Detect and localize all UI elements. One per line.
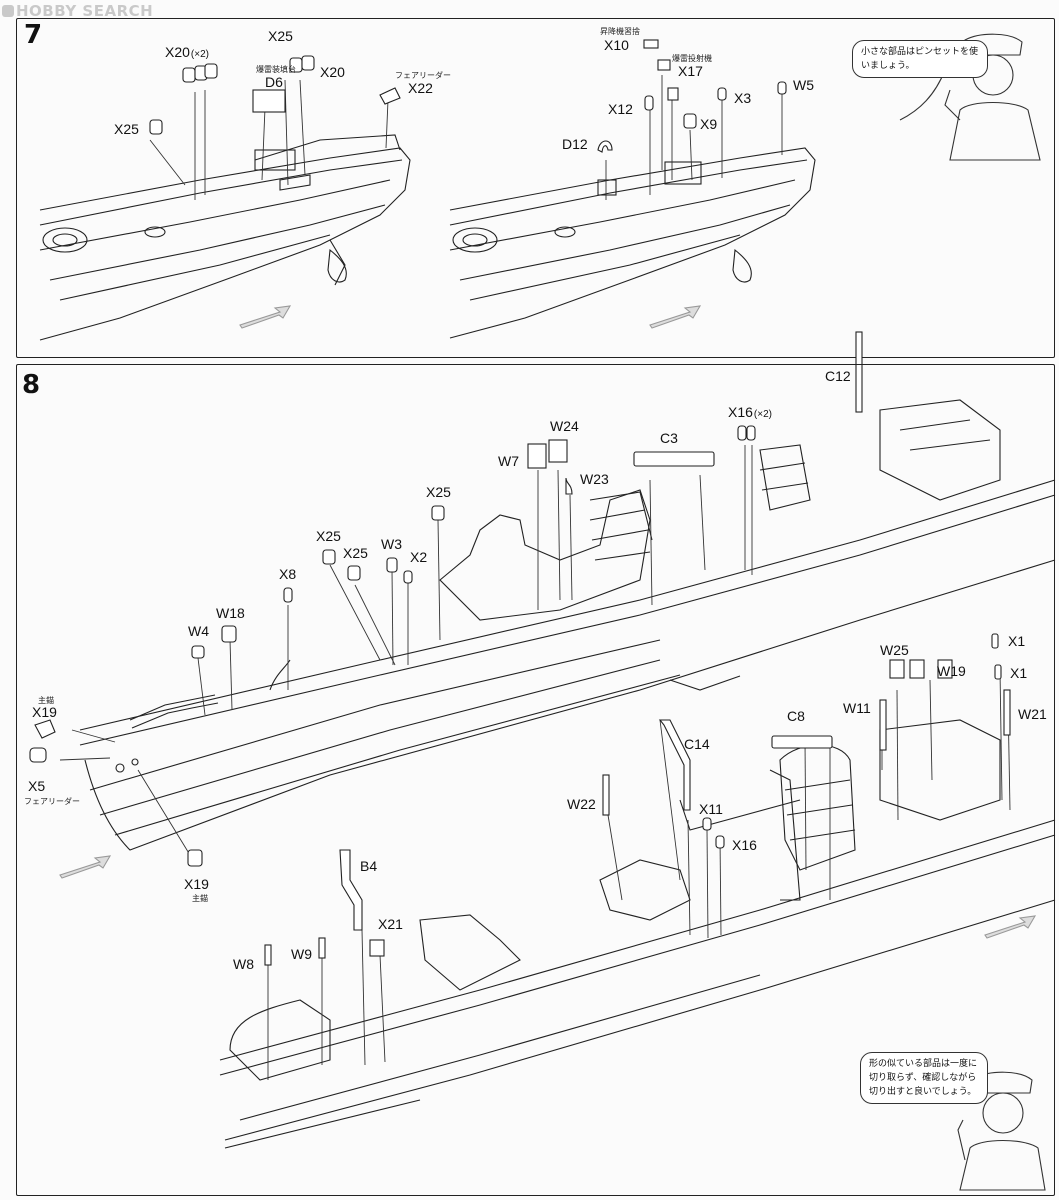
part-label-x25a: X25	[426, 484, 451, 500]
part-label-d6: D6	[265, 74, 283, 90]
step8-bottom-leaders	[267, 669, 1011, 1080]
part-label-c14: C14	[684, 736, 710, 752]
part-label-w7: W7	[498, 453, 519, 469]
part-label-x16a: X16(×2)	[728, 404, 772, 420]
step7-right-bow-arrow	[649, 305, 702, 329]
part-code: X20	[165, 44, 190, 60]
jp-label-x22: フェアリーダー	[395, 71, 451, 80]
part-label-x10: X10	[604, 37, 629, 53]
jp-label-x19a: 主錨	[38, 696, 54, 705]
part-label-w3: W3	[381, 536, 402, 552]
step8-bottom-bow-arrow	[984, 915, 1037, 939]
part-label-w5: W5	[793, 77, 814, 93]
part-label-x3: X3	[734, 90, 752, 106]
step8-tip-bubble: 形の似ている部品は一度に切り取らず、確認しながら切り出すと良いでしょう。	[860, 1052, 988, 1104]
part-label-x19a: X19	[32, 704, 57, 720]
part-label-x25b: X25	[316, 528, 341, 544]
step7-left-bow-arrow	[239, 305, 292, 329]
step8-top-hull	[79, 399, 1056, 851]
part-label-x2: X2	[410, 549, 428, 565]
part-label-x1a: X1	[1008, 633, 1026, 649]
step-8-number: 8	[22, 370, 41, 400]
part-label-x25b: X25	[268, 28, 293, 44]
part-label-w23: W23	[580, 471, 609, 487]
step7-right-hull	[449, 147, 816, 339]
part-label-x22: X22	[408, 80, 433, 96]
step-8-panel	[16, 364, 1055, 1196]
part-label-w24: W24	[550, 418, 579, 434]
part-label-x17: X17	[678, 63, 703, 79]
part-label-x16b: X16	[732, 837, 757, 853]
step8-bottom-hull	[219, 719, 1056, 1149]
part-label-c12: C12	[825, 368, 851, 384]
part-label-x25c: X25	[343, 545, 368, 561]
jp-label-x10: 昇降機習捨	[600, 27, 640, 36]
jp-label-d6: 爆雷装填台	[256, 65, 296, 74]
part-label-c8: C8	[787, 708, 805, 724]
step7-left-hull	[39, 134, 411, 341]
part-label-w19: W19	[937, 663, 966, 679]
part-label-x19b: X19	[184, 876, 209, 892]
part-label-w21: W21	[1018, 706, 1047, 722]
part-label-w11: W11	[843, 700, 871, 716]
watermark: HOBBY SEARCH	[2, 2, 153, 20]
part-label-x8: X8	[279, 566, 297, 582]
part-label-x20a: X20(×2)	[165, 44, 209, 60]
watermark-text: HOBBY SEARCH	[16, 2, 154, 20]
part-label-d12: D12	[562, 136, 588, 152]
quantity: (×2)	[190, 49, 209, 60]
part-label-c3: C3	[660, 430, 678, 446]
part-label-w9: W9	[291, 946, 312, 962]
part-label-x21: X21	[378, 916, 403, 932]
watermark-logo-icon	[2, 5, 14, 17]
jp-label-x5: フェアリーダー	[24, 797, 80, 806]
jp-label-x17: 爆雷投射機	[672, 54, 712, 63]
step-7-number: 7	[24, 20, 43, 50]
part-label-x25: X25	[114, 121, 139, 137]
step7-tip-bubble: 小さな部品はピンセットを使いましょう。	[852, 40, 988, 78]
step7-right-leaders	[605, 75, 783, 200]
part-code: X16	[728, 404, 753, 420]
part-label-x1b: X1	[1010, 665, 1028, 681]
step8-top-leaders	[59, 340, 861, 856]
part-label-x20b: X20	[320, 64, 345, 80]
part-label-w25: W25	[880, 642, 909, 658]
part-label-w18: W18	[216, 605, 245, 621]
part-label-x9: X9	[700, 116, 718, 132]
part-label-b4: B4	[360, 858, 378, 874]
step8-top-bow-arrow	[59, 855, 112, 879]
part-label-x12: X12	[608, 101, 633, 117]
jp-label-x19b: 主錨	[192, 894, 208, 903]
part-label-w8: W8	[233, 956, 254, 972]
part-label-w4: W4	[188, 623, 209, 639]
step8-parts	[29, 331, 1011, 966]
part-label-x11: X11	[699, 801, 723, 817]
quantity: (×2)	[753, 409, 772, 420]
part-label-x5: X5	[28, 778, 46, 794]
part-label-w22: W22	[567, 796, 596, 812]
step7-parts	[149, 39, 787, 153]
step-7-panel	[16, 18, 1055, 358]
